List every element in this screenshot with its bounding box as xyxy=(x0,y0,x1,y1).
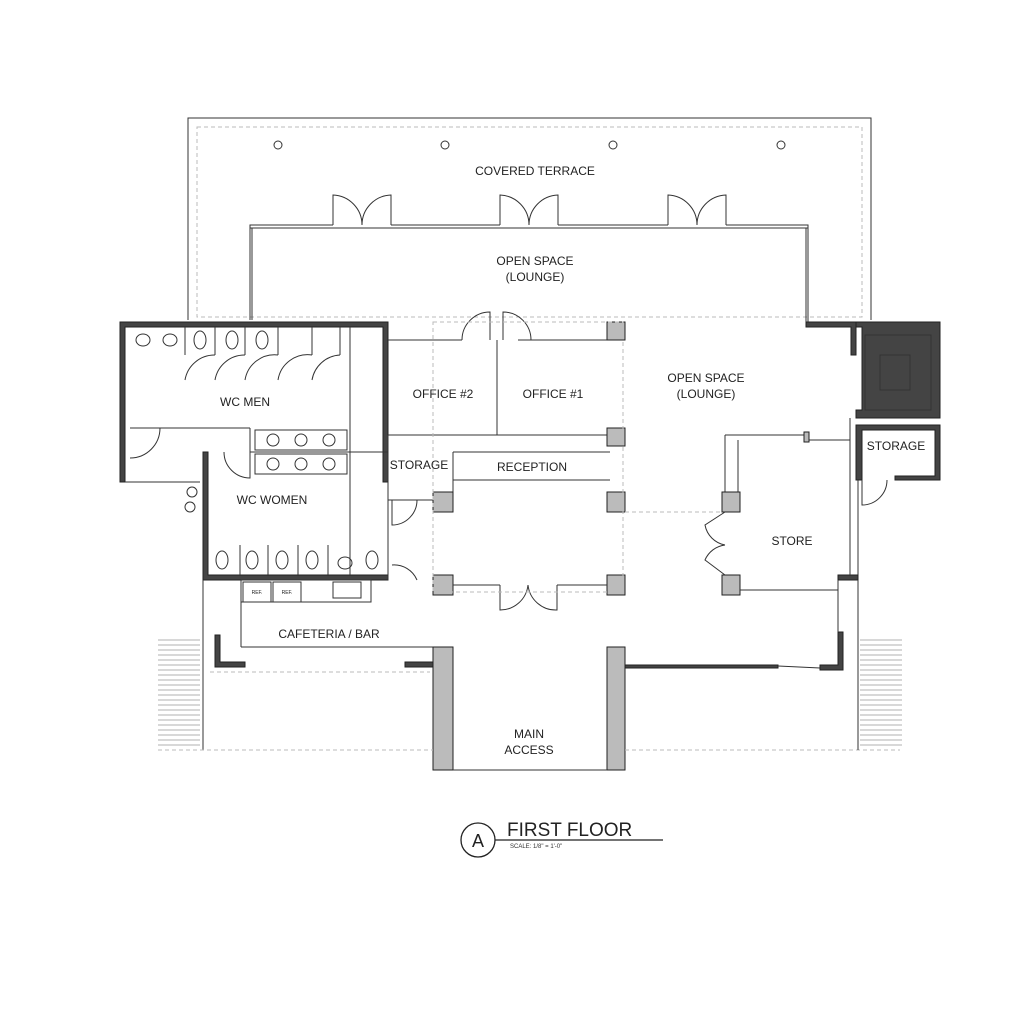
label-open-space: OPEN SPACE xyxy=(496,254,573,268)
label-lounge: (LOUNGE) xyxy=(506,270,565,284)
drawing-title: A FIRST FLOOR SCALE: 1/8" = 1'-0" xyxy=(460,820,663,858)
center-offices xyxy=(387,311,725,611)
label-storage-left: STORAGE xyxy=(390,458,448,472)
label-wc-women: WC WOMEN xyxy=(237,493,308,507)
label-access: ACCESS xyxy=(504,743,553,757)
label-office-2: OFFICE #2 xyxy=(413,387,474,401)
terrace-doors xyxy=(332,194,727,226)
label-reception: RECEPTION xyxy=(497,460,567,474)
label-storage-right: STORAGE xyxy=(867,439,925,453)
drawing-title-text: FIRST FLOOR xyxy=(507,820,632,841)
section-marker-letter: A xyxy=(472,831,484,851)
label-main: MAIN xyxy=(514,727,544,741)
column-circle xyxy=(608,140,618,150)
label-cafeteria: CAFETERIA / BAR xyxy=(278,627,380,641)
label-open-space-right: OPEN SPACE xyxy=(667,371,744,385)
lounge-walls xyxy=(249,224,809,322)
label-store: STORE xyxy=(771,534,812,548)
label-office-1: OFFICE #1 xyxy=(523,387,584,401)
covered-terrace xyxy=(187,117,872,320)
label-ref-2: REF. xyxy=(282,590,293,596)
main-access xyxy=(432,631,844,771)
label-covered-terrace: COVERED TERRACE xyxy=(475,164,595,178)
column-circle xyxy=(440,140,450,150)
drawing-scale: SCALE: 1/8" = 1'-0" xyxy=(510,844,562,850)
label-wc-men: WC MEN xyxy=(220,395,270,409)
label-lounge-right: (LOUNGE) xyxy=(677,387,736,401)
column-circle xyxy=(273,140,283,150)
label-ref-1: REF. xyxy=(252,590,263,596)
column-circle xyxy=(776,140,786,150)
cafeteria xyxy=(202,579,434,750)
stairs-left xyxy=(158,639,200,746)
stairs-right xyxy=(860,639,902,746)
right-block xyxy=(704,321,941,632)
wc-block xyxy=(119,321,389,581)
